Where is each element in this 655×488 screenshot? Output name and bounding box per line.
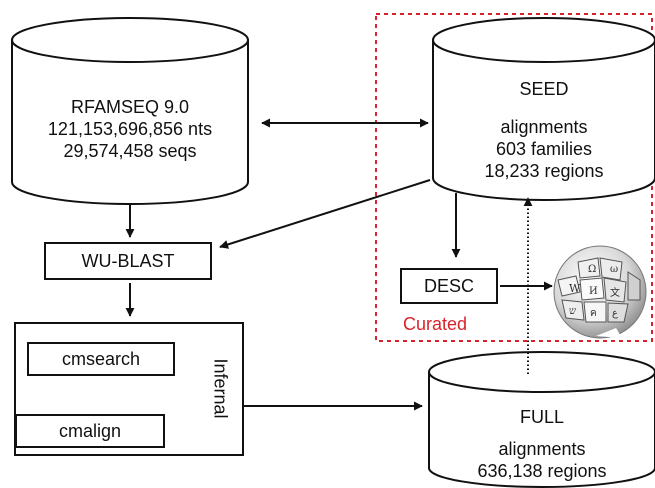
svg-text:ω: ω <box>610 264 618 275</box>
full-alignments: alignments <box>498 439 586 459</box>
rfamseq-cylinder <box>11 17 249 205</box>
arrow-seed-wublast <box>219 179 431 249</box>
rfamseq-label-group: RFAMSEQ 9.0 121,153,696,856 nts 29,574,4… <box>20 96 240 162</box>
svg-text:ع: ع <box>612 308 618 319</box>
desc-label: DESC <box>423 275 474 296</box>
cmalign-box: cmalign <box>15 414 165 448</box>
cmsearch-box: cmsearch <box>27 342 175 376</box>
seed-families: 603 families <box>495 139 593 159</box>
curated-region <box>375 13 653 342</box>
wikipedia-globe-icon: W Ω ω И 文 ש ค ع <box>553 245 647 339</box>
svg-text:W: W <box>569 282 581 295</box>
curated-label: Curated <box>403 314 468 334</box>
rfamseq-nts: 121,153,696,856 nts <box>47 119 213 139</box>
full-label-group: FULL alignments 636,138 regions <box>436 406 648 482</box>
rfamseq-seqs: 29,574,458 seqs <box>63 141 197 161</box>
full-title: FULL <box>519 407 564 427</box>
full-cylinder <box>428 351 655 488</box>
wublast-box: WU-BLAST <box>44 242 212 280</box>
seed-regions: 18,233 regions <box>484 161 604 181</box>
rfamseq-title: RFAMSEQ 9.0 <box>70 97 190 117</box>
svg-text:ש: ש <box>569 306 576 317</box>
desc-box: DESC <box>400 268 498 304</box>
svg-text:Ω: Ω <box>588 264 596 275</box>
cmsearch-label: cmsearch <box>61 348 141 369</box>
full-regions: 636,138 regions <box>477 461 607 481</box>
seed-alignments: alignments <box>500 117 588 137</box>
seed-cylinder <box>432 17 655 201</box>
seed-label-group: SEED alignments 603 families 18,233 regi… <box>440 78 648 182</box>
cmalign-label: cmalign <box>58 420 122 441</box>
seed-title: SEED <box>519 79 569 99</box>
svg-text:ค: ค <box>590 308 597 319</box>
svg-text:И: И <box>589 286 598 297</box>
infernal-label: Infernal <box>210 358 231 419</box>
wublast-label: WU-BLAST <box>81 250 175 271</box>
svg-text:文: 文 <box>610 286 620 299</box>
